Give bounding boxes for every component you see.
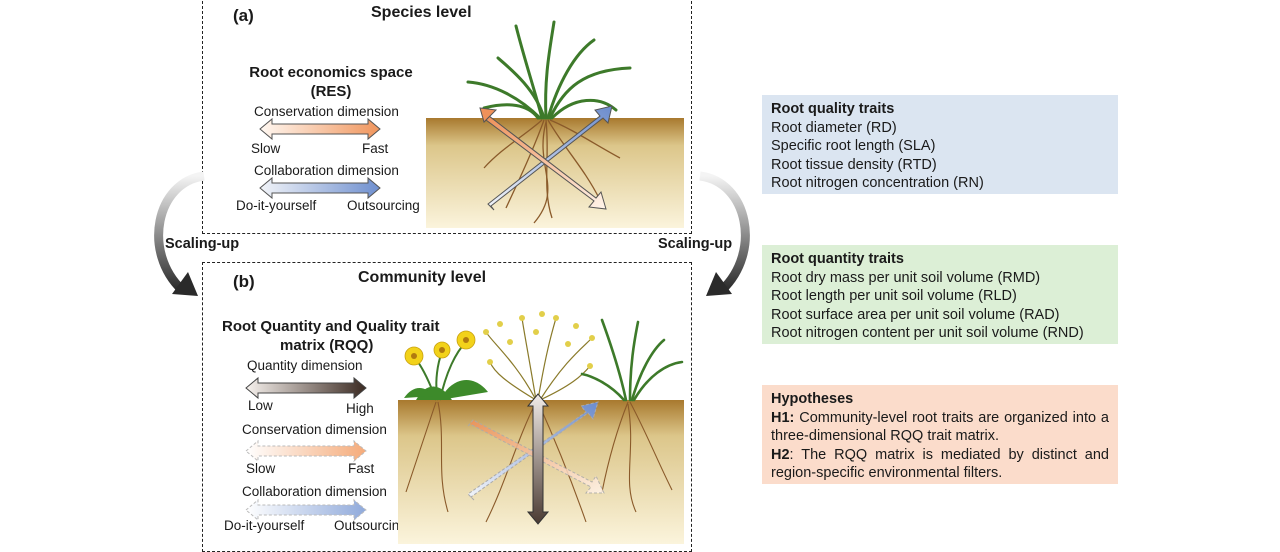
quality-item: Root diameter (RD) — [771, 119, 897, 136]
res-title: Root economics space (RES) — [232, 63, 430, 101]
b-collaboration-arrow — [245, 498, 367, 522]
a-grass-root-illustration — [426, 20, 684, 228]
quantity-item: Root length per unit soil volume (RLD) — [771, 288, 1017, 304]
a-slow-label: Slow — [251, 141, 281, 156]
quantity-item: Root nitrogen content per unit soil volu… — [771, 325, 1084, 341]
a-conservation-arrow — [259, 117, 381, 141]
rqq-title: Root Quantity and Quality trait matrix (… — [222, 317, 452, 355]
b-slow-label: Slow — [246, 461, 276, 476]
right-scaling-label: Scaling-up — [658, 236, 733, 252]
quantity-item: Root dry mass per unit soil volume (RMD) — [771, 269, 1041, 286]
left-scaling-arrow — [154, 171, 205, 296]
rqq-title-line2: matrix (RQQ) — [280, 337, 374, 354]
h2-label: H2 — [771, 446, 790, 463]
quality-box-title: Root quality traits — [771, 101, 895, 117]
b-conservation-arrow — [245, 439, 367, 463]
root-quality-traits-box: Root quality traits Root diameter (RD) S… — [762, 95, 1118, 194]
panel-b-title: Community level — [358, 269, 487, 286]
hypothesis-2: H2: The RQQ matrix is mediated by distin… — [771, 446, 1109, 483]
a-fast-label: Fast — [362, 141, 389, 156]
left-scaling-label: Scaling-up — [165, 236, 240, 252]
quality-item: Root tissue density (RTD) — [771, 156, 937, 173]
b-quantity-arrow — [245, 376, 367, 400]
rqq-title-line1: Root Quantity and Quality trait — [222, 318, 440, 335]
a-conservation-label: Conservation dimension — [254, 104, 399, 119]
a-collaboration-label: Collaboration dimension — [254, 163, 399, 178]
b-quantity-label: Quantity dimension — [247, 358, 363, 373]
b-conservation-label: Conservation dimension — [242, 422, 387, 437]
panel-b-letter: (b) — [233, 272, 255, 291]
quality-item: Root nitrogen concentration (RN) — [771, 175, 984, 191]
b-fast-label: Fast — [348, 461, 375, 476]
quantity-item: Root surface area per unit soil volume (… — [771, 306, 1060, 323]
panel-species-level — [202, 0, 692, 234]
h1-label: H1: — [771, 409, 795, 426]
res-title-line2: (RES) — [310, 83, 352, 100]
h1-text: Community-level root traits are organize… — [771, 409, 1109, 445]
right-scaling-arrow — [699, 171, 750, 296]
quality-item: Specific root length (SLA) — [771, 138, 936, 154]
b-diy-label: Do-it-yourself — [224, 518, 305, 533]
b-outsourcing-label: Outsourcing — [334, 518, 407, 533]
b-community-illustration — [398, 311, 684, 544]
b-high-label: High — [346, 401, 374, 416]
hypotheses-box: Hypotheses H1: Community-level root trai… — [762, 385, 1118, 484]
b-low-label: Low — [248, 398, 273, 413]
a-diy-label: Do-it-yourself — [236, 198, 317, 213]
quantity-box-title: Root quantity traits — [771, 251, 904, 267]
a-collaboration-arrow — [259, 176, 381, 200]
h2-text: : The RQQ matrix is mediated by distinct… — [771, 446, 1109, 482]
panel-a-title: Species level — [371, 4, 472, 21]
b-collaboration-label: Collaboration dimension — [242, 484, 387, 499]
res-title-line1: Root economics space — [249, 64, 413, 81]
hypothesis-1: H1: Community-level root traits are orga… — [771, 409, 1109, 446]
hypotheses-title: Hypotheses — [771, 391, 854, 407]
panel-a-letter: (a) — [233, 6, 254, 25]
root-quantity-traits-box: Root quantity traits Root dry mass per u… — [762, 245, 1118, 344]
a-outsourcing-label: Outsourcing — [347, 198, 420, 213]
